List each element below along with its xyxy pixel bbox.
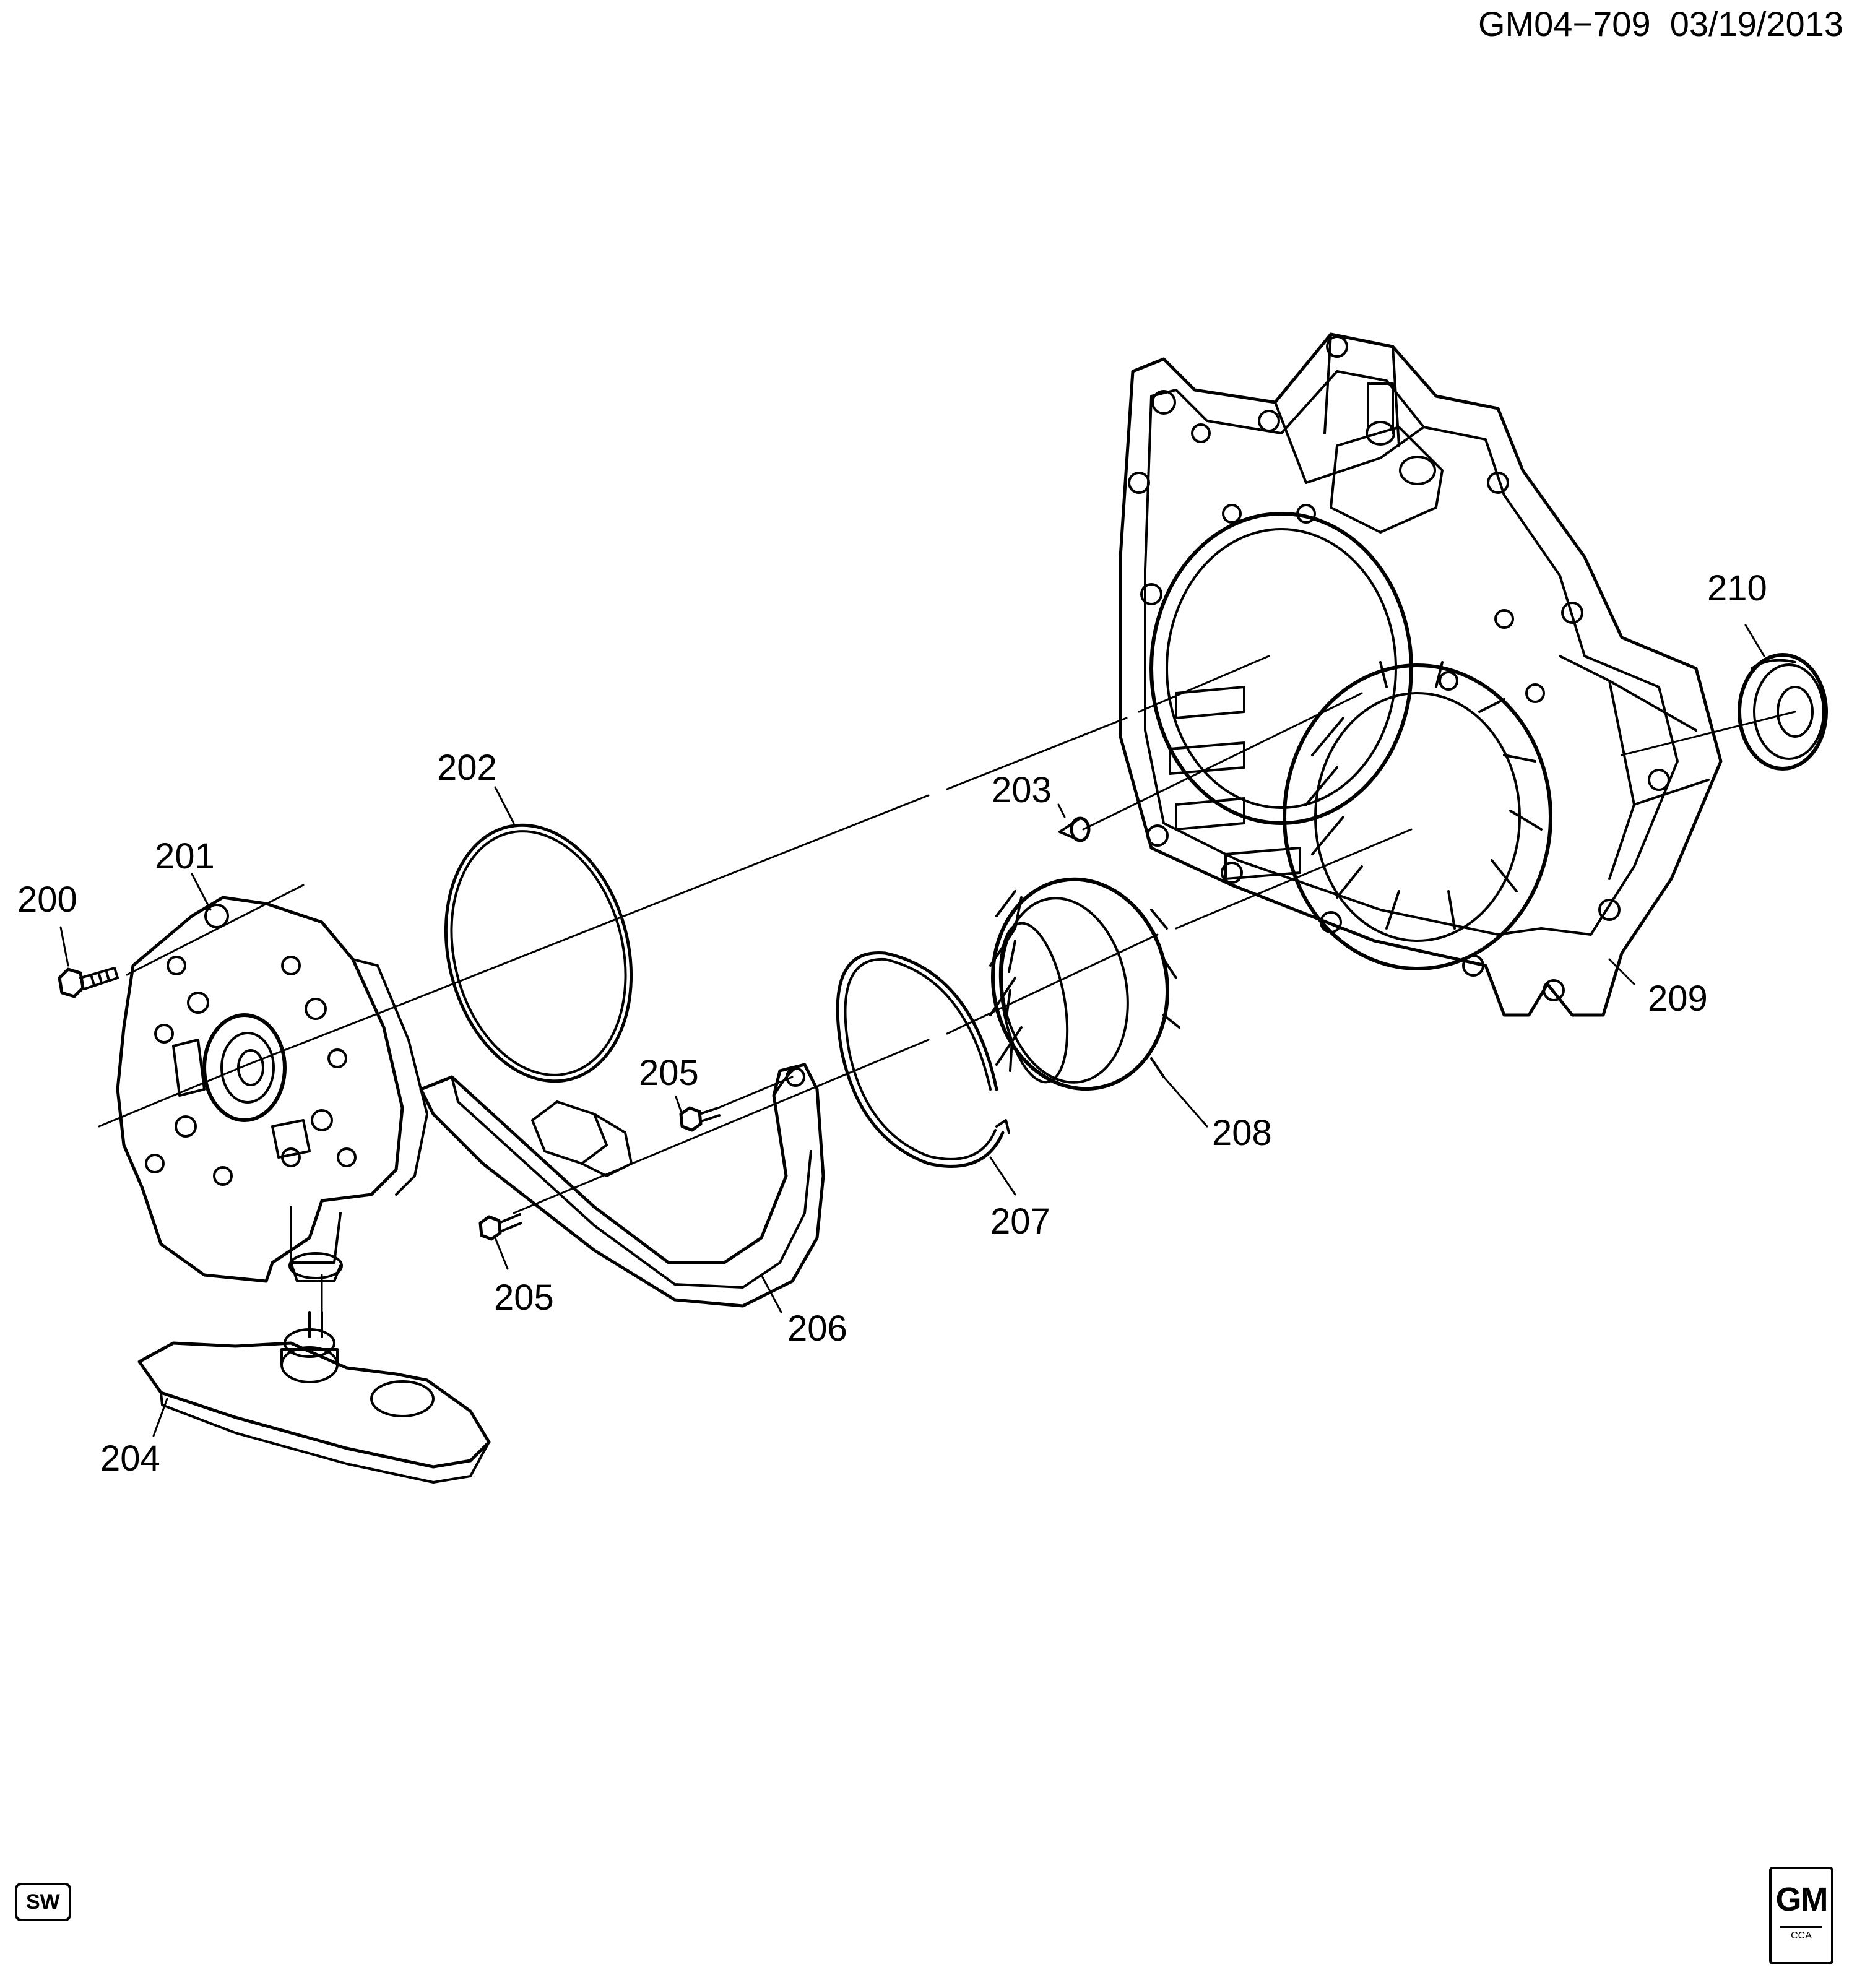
part-206-band: [419, 1063, 825, 1308]
part-203-plug: [1058, 816, 1091, 842]
part-202-o-ring: [444, 823, 633, 1083]
drawing-date: 03/19/2013: [1669, 4, 1843, 43]
gm-logo-text: GM: [1775, 1881, 1829, 1918]
sw-badge: SW: [15, 1883, 71, 1921]
part-204-filter: [137, 1311, 491, 1484]
callout-202: 202: [437, 748, 497, 788]
part-208-ring-gear: [989, 877, 1180, 1091]
callout-210: 210: [1707, 568, 1767, 608]
part-207-snap-ring: [836, 951, 1010, 1168]
part-205-bolt-upper: [679, 1106, 721, 1132]
callout-leaders: [59, 624, 1765, 1437]
callout-207: 207: [990, 1201, 1050, 1242]
drawing-header: GM04−709 03/19/2013: [1478, 4, 1843, 44]
callout-209: 209: [1648, 979, 1708, 1019]
callout-203: 203: [992, 770, 1052, 810]
callout-201: 201: [155, 836, 215, 876]
callout-206: 206: [787, 1308, 847, 1349]
part-201-pump-cover: [116, 896, 428, 1283]
part-205-bolt-lower: [478, 1213, 522, 1241]
gm-logo: GM CCA: [1769, 1867, 1833, 1964]
callout-208: 208: [1212, 1113, 1272, 1153]
part-210-seal: [1738, 653, 1828, 771]
callout-205-lower: 205: [494, 1277, 554, 1318]
assembly-centerlines: [98, 655, 1796, 1316]
callout-204: 204: [100, 1438, 160, 1479]
part-200-bolt: [58, 967, 119, 998]
drawing-code: GM04−709: [1478, 4, 1651, 43]
callout-205-upper: 205: [639, 1053, 699, 1093]
callout-200: 200: [17, 879, 77, 920]
gm-logo-subtext: CCA: [1780, 1926, 1822, 1942]
part-209-transmission-case: [1119, 332, 1723, 1017]
